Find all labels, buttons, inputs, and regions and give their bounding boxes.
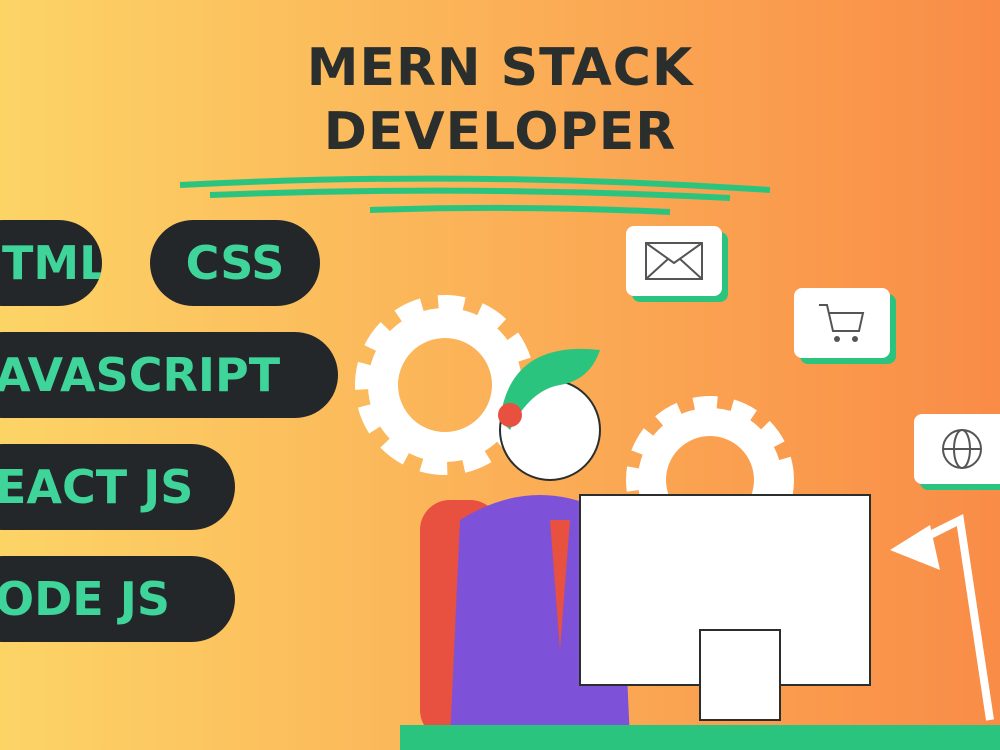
title-line-1: MERN STACK bbox=[306, 38, 694, 98]
skill-pill-node-js: ODE JS bbox=[0, 556, 235, 642]
underline-scribble bbox=[179, 175, 771, 215]
lamp-icon bbox=[918, 513, 994, 721]
cart-card bbox=[794, 288, 890, 358]
skill-pill-html: TML bbox=[0, 220, 102, 306]
globe-icon bbox=[942, 429, 982, 469]
skill-pill-javascript: AVASCRIPT bbox=[0, 332, 338, 418]
envelope-icon bbox=[645, 242, 703, 280]
title-line-2: DEVELOPER bbox=[323, 102, 677, 162]
shopping-cart-icon bbox=[819, 304, 865, 342]
skill-pill-react-js: EACT JS bbox=[0, 444, 235, 530]
developer-illustration bbox=[400, 348, 1000, 750]
page-title: MERN STACK DEVELOPER bbox=[0, 36, 1000, 164]
skill-pill-css: CSS bbox=[150, 220, 320, 306]
globe-card bbox=[914, 414, 1000, 484]
envelope-card bbox=[626, 226, 722, 296]
